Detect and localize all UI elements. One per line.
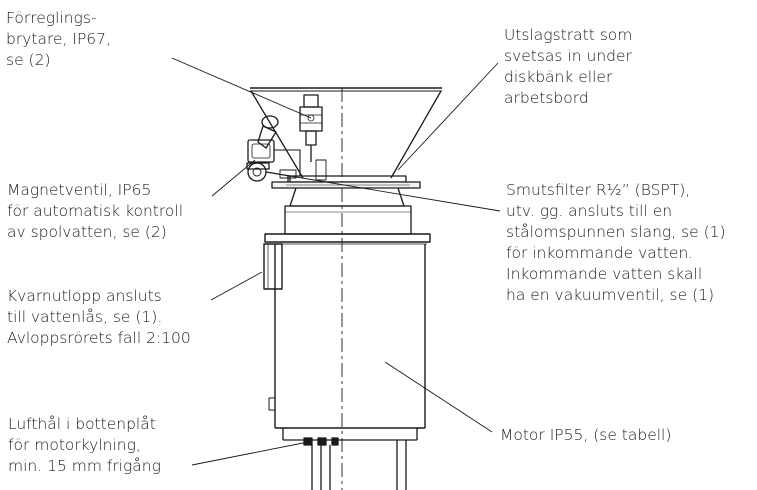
solenoid-valve (246, 115, 297, 182)
interlock-switch-label: Förreglings- brytare, IP67, se (2) (6, 8, 111, 71)
motor-body (274, 244, 426, 441)
leader-utslag (397, 62, 499, 171)
leader-lines (171, 57, 501, 466)
side-fitting (268, 397, 276, 411)
label-line: Smutsfilter R½” (BSPT), (506, 181, 691, 199)
funnel (250, 87, 442, 189)
label-line: Avloppsrörets fall 2:100 (7, 329, 191, 347)
grinder-outlet-label: Kvarnutlopp ansluts till vattenlås, se (… (7, 286, 191, 349)
grinder-outlet (263, 243, 283, 290)
label-line: ha en vakuumventil, se (1) (506, 286, 715, 304)
leader-forreglings (171, 57, 312, 119)
solenoid-valve-label: Magnetventil, IP65 för automatisk kontro… (7, 180, 183, 243)
label-line: för inkommande vatten. (506, 244, 694, 262)
label-line: min. 15 mm frigång (8, 457, 161, 475)
label-line: Motor IP55, (se tabell) (500, 426, 672, 444)
label-line: diskbänk eller (504, 68, 613, 86)
bottom-bolts (303, 437, 339, 446)
interlock-switch (299, 94, 327, 181)
strainer-filter-label: Smutsfilter R½” (BSPT), utv. gg. ansluts… (506, 180, 726, 306)
leader-magnet (211, 159, 256, 197)
air-vent-label: Lufthål i bottenplåt för motorkylning, m… (8, 414, 161, 477)
legs (311, 440, 407, 490)
label-line: stålomspunnen slang, se (1) (506, 223, 726, 241)
label-line: Utslagstratt som (504, 26, 633, 44)
water-pipe (274, 149, 301, 176)
label-line: för automatisk kontroll (7, 202, 184, 220)
leader-smuts (289, 175, 501, 212)
motor-label: Motor IP55, (se tabell) (500, 425, 671, 446)
leader-lufthal (191, 441, 309, 466)
label-line: till vattenlås, se (1). (7, 308, 163, 326)
label-line: Magnetventil, IP65 (7, 181, 152, 199)
leader-motor (384, 361, 493, 433)
label-line: Kvarnutlopp ansluts (7, 287, 162, 305)
label-line: se (2) (6, 51, 51, 69)
label-line: av spolvatten, se (2) (7, 223, 167, 241)
label-line: brytare, IP67, (6, 30, 111, 48)
funnel-label: Utslagstratt som svetsas in under diskbä… (504, 25, 632, 109)
label-line: arbetsbord (504, 89, 589, 107)
label-line: för motorkylning, (8, 436, 141, 454)
label-line: Inkommande vatten skall (506, 265, 703, 283)
label-line: svetsas in under (504, 47, 632, 65)
label-line: Lufthål i bottenplåt (8, 415, 156, 433)
label-line: utv. gg. ansluts till en (506, 202, 673, 220)
collar (264, 233, 431, 245)
label-line: Förreglings- (6, 9, 97, 27)
top-housing (284, 187, 412, 235)
leader-kvarn (210, 271, 263, 301)
